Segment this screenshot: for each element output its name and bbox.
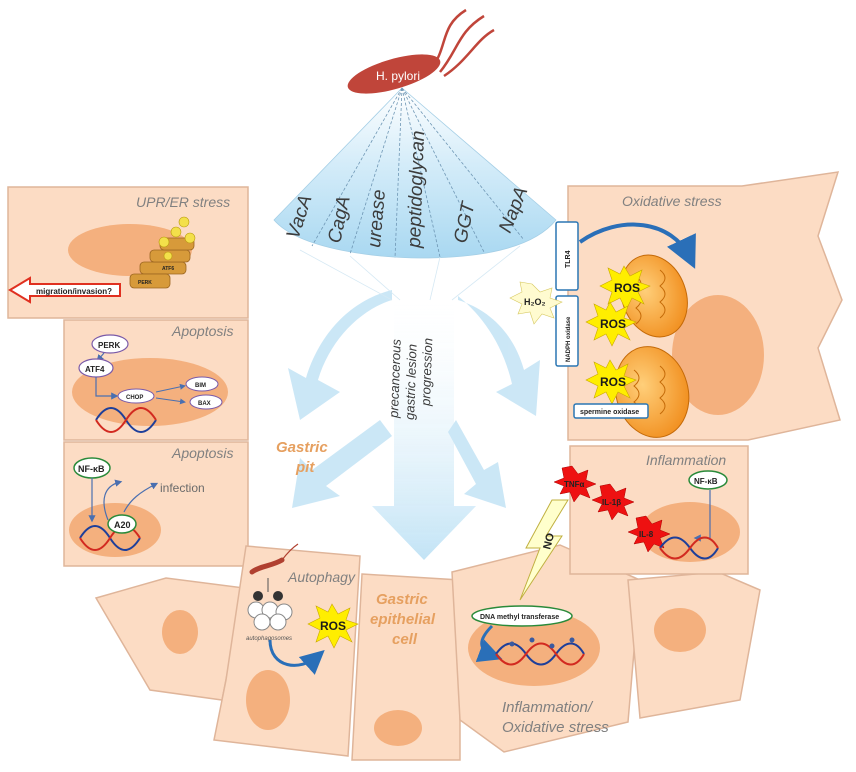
svg-text:Inflammation: Inflammation [646, 452, 726, 468]
svg-text:Apoptosis: Apoptosis [171, 445, 233, 461]
cell-bottom-left [94, 577, 245, 701]
no-lightning [519, 499, 569, 601]
svg-text:IL-8: IL-8 [639, 530, 654, 539]
svg-text:autophagosomes: autophagosomes [246, 636, 292, 642]
panel-upr-er-stress: UPR/ER stress PERK ATF6 migration/invasi… [8, 194, 230, 304]
svg-text:IL-1β: IL-1β [602, 498, 621, 507]
autophagosomes [247, 601, 293, 631]
factor-urease: urease [364, 189, 390, 249]
dna-helix [95, 407, 157, 433]
svg-text:ROS: ROS [600, 375, 626, 389]
upr-title: UPR/ER stress [136, 194, 230, 210]
svg-text:ROS: ROS [320, 619, 346, 633]
progression-arrows [288, 290, 540, 560]
svg-text:spermine oxidase: spermine oxidase [580, 409, 639, 416]
svg-text:ATF6: ATF6 [162, 266, 174, 272]
svg-text:BIM: BIM [195, 383, 206, 389]
dna-helix-3 [659, 536, 719, 560]
gastric-pit-label: Gastric pit [276, 439, 328, 476]
spermine-oxidase [573, 403, 649, 419]
virulence-fan [273, 87, 557, 301]
unfolded-proteins [158, 216, 196, 261]
svg-text:progression: progression [418, 338, 435, 407]
svg-text:Inflammation/: Inflammation/ [502, 699, 594, 716]
panel-oxidative-stress: Oxidative stress TLR4 NADPH oxidase H₂O₂… [509, 193, 722, 438]
tlr4-receptor [555, 221, 579, 291]
ros-burst-autophagy [307, 603, 359, 649]
cell-gastric-epithelial [351, 573, 461, 761]
h-pylori-bacterium: H. pylori [347, 8, 495, 94]
ros-bursts-oxidative [585, 265, 651, 405]
svg-text:Gastric: Gastric [276, 439, 328, 456]
nadph-oxidase [555, 295, 579, 367]
gastric-epithelial-cell-label: Gastric epithelial cell [370, 591, 436, 648]
h-pylori-label: H. pylori [376, 69, 420, 83]
svg-text:ROS: ROS [600, 317, 626, 331]
svg-text:pit: pit [295, 459, 315, 476]
svg-text:gastric lesion: gastric lesion [402, 344, 420, 420]
svg-text:Gastric: Gastric [376, 591, 428, 608]
svg-text:TLR4: TLR4 [565, 250, 572, 268]
svg-text:CHOP: CHOP [126, 395, 143, 401]
factor-peptidoglycan: peptidoglycan [404, 130, 429, 249]
svg-text:PERK: PERK [138, 280, 152, 286]
svg-text:NO: NO [541, 531, 557, 550]
migration-arrow [8, 276, 121, 304]
svg-text:NF-κB: NF-κB [78, 464, 105, 474]
svg-text:BAX: BAX [198, 401, 211, 407]
svg-text:TNFα: TNFα [564, 480, 585, 489]
migration-label: migration/invasion? [36, 287, 112, 296]
cell-inflammation-oxidative [451, 544, 641, 753]
svg-text:Oxidative stress: Oxidative stress [502, 719, 609, 736]
svg-text:Oxidative stress: Oxidative stress [622, 193, 722, 209]
panel-apoptosis-1: Apoptosis PERK ATF4 CHOP BIM BAX [78, 323, 233, 433]
panel-autophagy: Autophagy autophagosomes ROS [246, 543, 359, 675]
svg-text:infection: infection [160, 481, 205, 495]
panel-inflammation: Inflammation TNFα IL-1β IL-8 NF-κB [553, 452, 728, 560]
panel-inflammation-oxidative: NO DNA methyl transferase Inflammation/ … [471, 499, 609, 736]
svg-text:ATF4: ATF4 [85, 365, 105, 374]
svg-text:Apoptosis: Apoptosis [171, 323, 233, 339]
svg-text:NF-κB: NF-κB [694, 477, 718, 486]
svg-text:precancerous: precancerous [386, 338, 404, 419]
cytokine-stars [553, 465, 671, 553]
svg-text:cell: cell [392, 631, 418, 648]
svg-text:epithelial: epithelial [370, 611, 436, 628]
svg-text:ROS: ROS [614, 281, 640, 295]
svg-text:A20: A20 [114, 520, 131, 530]
panel-apoptosis-2: Apoptosis NF-κB infection A20 [73, 445, 233, 551]
svg-text:PERK: PERK [98, 341, 120, 350]
cell-autophagy [213, 545, 361, 757]
svg-text:DNA methyl transferase: DNA methyl transferase [480, 614, 559, 621]
svg-text:NADPH oxidase: NADPH oxidase [566, 316, 572, 362]
cell-bottom-right [627, 571, 761, 719]
svg-text:H₂O₂: H₂O₂ [524, 297, 546, 307]
h2o2-burst [509, 281, 563, 325]
svg-text:Autophagy: Autophagy [287, 569, 356, 585]
progression-text: precancerous gastric lesion progression [386, 338, 435, 420]
